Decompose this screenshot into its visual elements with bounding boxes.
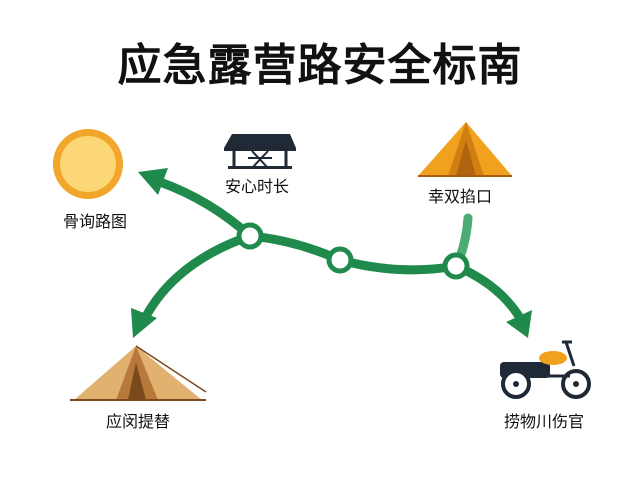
sun-icon <box>53 129 123 199</box>
route-arrow-to-brown-tent <box>140 231 255 323</box>
sun-label: 骨询路图 <box>62 212 127 231</box>
arrowhead-vehicle <box>506 310 532 338</box>
motorcycle-sidecar-icon <box>500 340 591 399</box>
page-title: 应急露营路安全标南 <box>117 40 523 91</box>
main-route-line <box>245 231 461 275</box>
brown-tent-icon <box>70 345 207 401</box>
brown-tent-label: 应闵提替 <box>105 412 170 431</box>
arrowhead-brown-tent <box>131 308 157 338</box>
arrowhead-sun <box>138 168 168 195</box>
shelter-label: 安心时长 <box>224 177 289 196</box>
route-node-3 <box>442 252 470 280</box>
route-node-1 <box>236 222 264 250</box>
picnic-shelter-icon <box>224 134 296 169</box>
orange-tent-icon <box>418 122 512 177</box>
vehicle-label: 捞物川伤官 <box>503 412 584 431</box>
route-node-2 <box>326 246 354 274</box>
orange-tent-label: 幸双掐口 <box>427 187 492 206</box>
